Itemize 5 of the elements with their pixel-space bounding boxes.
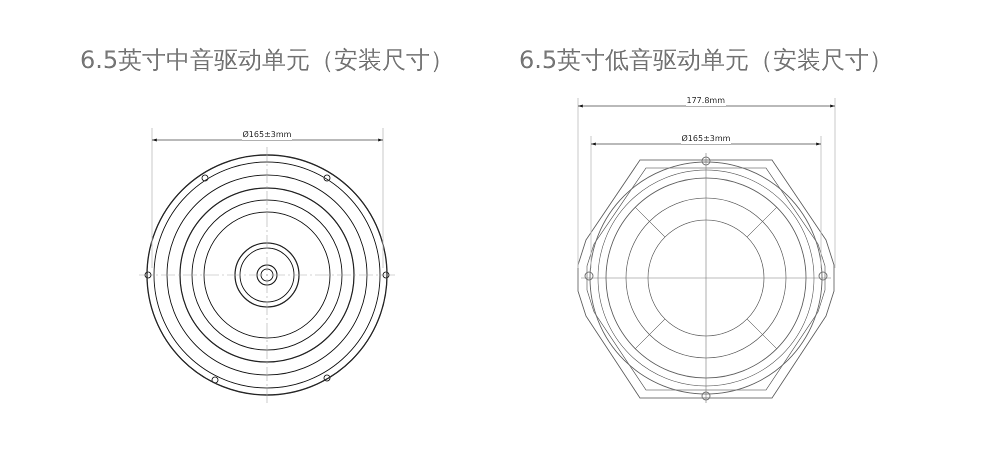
dimension-label: 177.8mm	[686, 96, 726, 106]
dimension-label: Ø165±3mm	[242, 130, 292, 140]
dimension-label: Ø165±3mm	[680, 134, 732, 144]
heading: 6.5英寸低音驱动单元（安装尺寸）	[519, 45, 894, 75]
heading: 6.5英寸中音驱动单元（安装尺寸）	[80, 45, 454, 75]
